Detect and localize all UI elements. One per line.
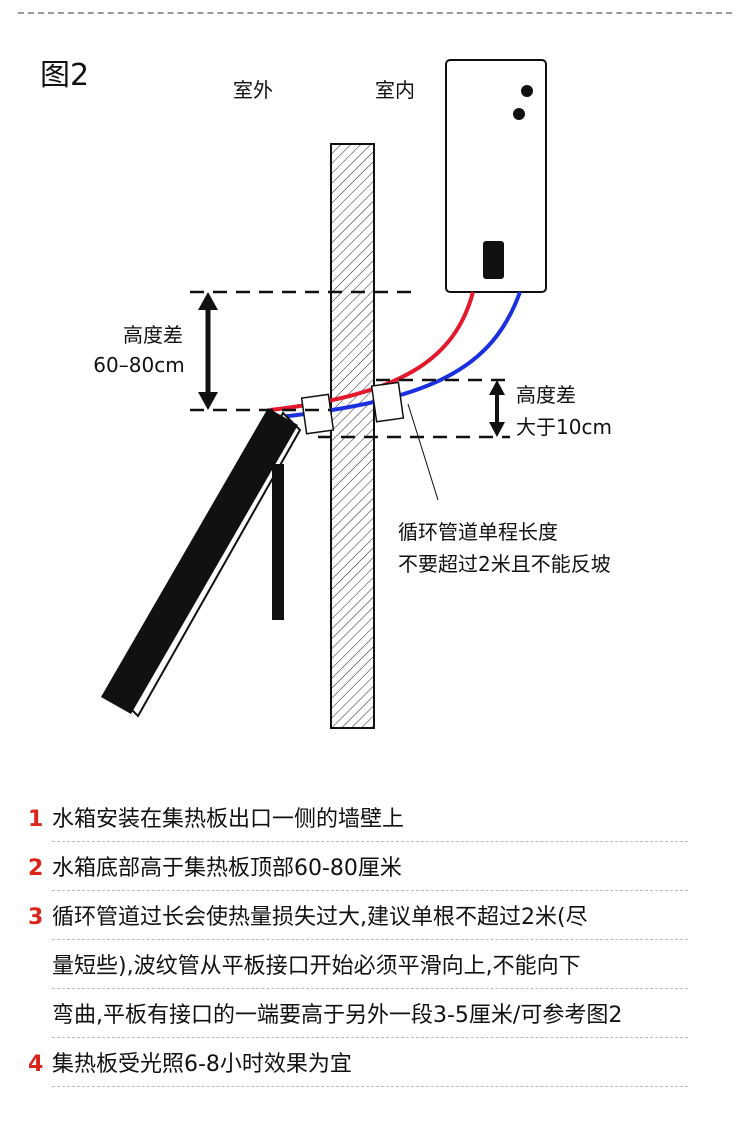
note-item-2: 2 水箱底部高于集热板顶部60-80厘米 bbox=[28, 844, 718, 893]
height-diff-value-1: 60–80cm bbox=[93, 353, 185, 377]
figure-label: 图2 bbox=[40, 58, 90, 93]
cold-water-pipe bbox=[279, 291, 522, 419]
indoor-label: 室内 bbox=[375, 78, 415, 102]
installation-notes: 1 水箱安装在集热板出口一侧的墙壁上 2 水箱底部高于集热板顶部60-80厘米 … bbox=[28, 795, 718, 1089]
panel-support-leg bbox=[272, 464, 284, 620]
height-diff-value-2: 大于10cm bbox=[516, 415, 612, 439]
note-number: 3 bbox=[28, 905, 44, 930]
pipe-length-note-line-2: 不要超过2米且不能反坡 bbox=[398, 552, 611, 576]
note-text: 集热板受光照6-8小时效果为宜 bbox=[28, 1040, 718, 1089]
pipe-note-leader-line bbox=[407, 403, 439, 501]
note-text: 弯曲,平板有接口的一端要高于另外一段3-5厘米/可参考图2 bbox=[28, 991, 718, 1040]
pipe-length-note-line-1: 循环管道单程长度 bbox=[398, 520, 558, 544]
solar-collector-panel bbox=[101, 408, 302, 718]
outdoor-label: 室外 bbox=[233, 78, 273, 102]
height-arrow-10 bbox=[489, 380, 505, 437]
note-number: 1 bbox=[28, 807, 44, 832]
note-item-1: 1 水箱安装在集热板出口一侧的墙壁上 bbox=[28, 795, 718, 844]
note-text: 水箱底部高于集热板顶部60-80厘米 bbox=[28, 844, 718, 893]
note-number: 2 bbox=[28, 856, 44, 881]
note-text: 水箱安装在集热板出口一侧的墙壁上 bbox=[28, 795, 718, 844]
note-text: 量短些),波纹管从平板接口开始必须平滑向上,不能向下 bbox=[28, 942, 718, 991]
note-item-4: 4 集热板受光照6-8小时效果为宜 bbox=[28, 1040, 718, 1089]
height-arrow-60-80 bbox=[198, 292, 218, 410]
height-diff-label-1: 高度差 bbox=[123, 323, 183, 347]
note-text: 循环管道过长会使热量损失过大,建议单根不超过2米(尽 bbox=[28, 893, 718, 942]
tank-indicator-dot bbox=[513, 108, 525, 120]
water-tank bbox=[445, 59, 547, 293]
tank-indicator-dot bbox=[521, 85, 533, 97]
note-item-3: 3 循环管道过长会使热量损失过大,建议单根不超过2米(尽 量短些),波纹管从平板… bbox=[28, 893, 718, 1040]
top-dashed-divider bbox=[18, 12, 732, 14]
tank-outlet-block bbox=[483, 241, 504, 279]
installation-diagram bbox=[101, 59, 547, 729]
note-number: 4 bbox=[28, 1052, 44, 1077]
height-diff-label-2: 高度差 bbox=[516, 383, 576, 407]
wall-sleeve-outer bbox=[300, 393, 335, 435]
wall-sleeve-inner bbox=[370, 381, 405, 423]
